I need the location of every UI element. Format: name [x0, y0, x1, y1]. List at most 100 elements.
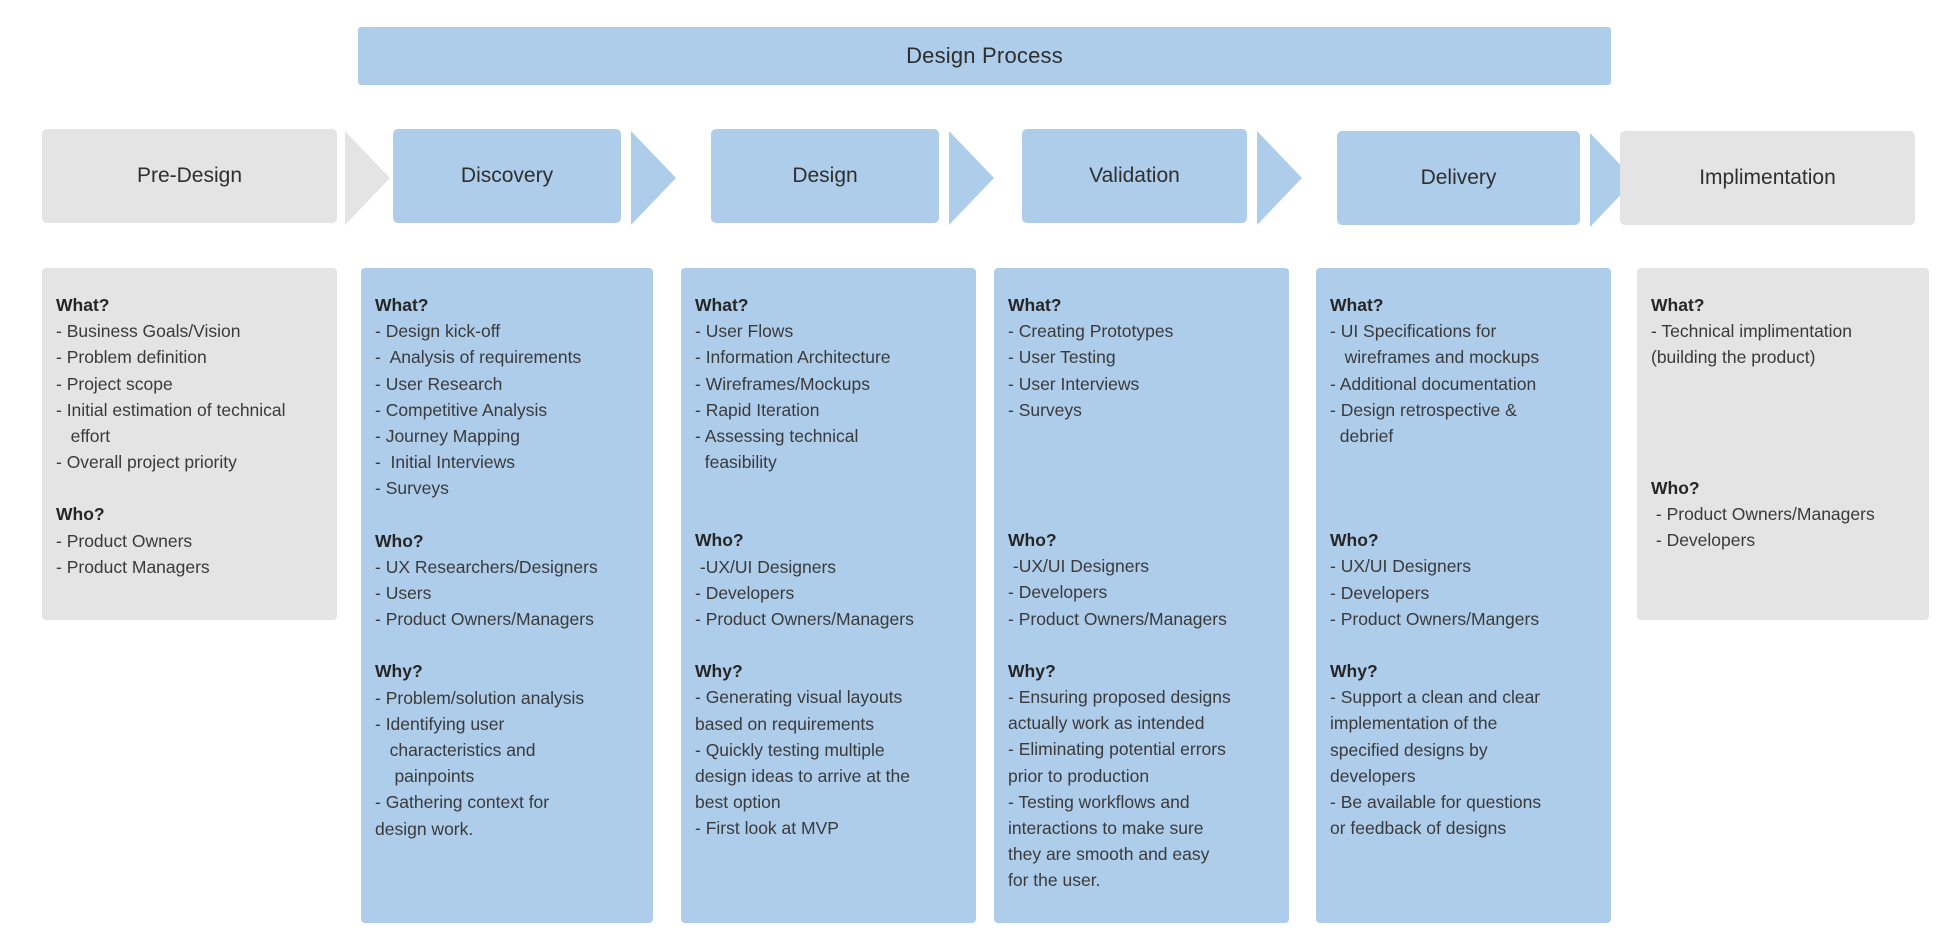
spacer: [1330, 449, 1599, 475]
spacer: [695, 632, 964, 658]
stage-header-delivery[interactable]: Delivery: [1337, 131, 1580, 225]
why-heading: Why?: [695, 661, 743, 682]
spacer: [1651, 423, 1917, 449]
why-item: - Generating visual layouts: [695, 687, 903, 708]
what-item: - UI Specifications for: [1330, 321, 1497, 342]
why-item: - Ensuring proposed designs: [1008, 687, 1231, 708]
who-heading: Who?: [1651, 477, 1700, 498]
why-heading: Why?: [375, 661, 423, 682]
what-item: - Assessing technical: [695, 426, 859, 447]
what-item: - Surveys: [1008, 399, 1082, 420]
spacer: [1330, 475, 1599, 501]
why-item: for the user.: [1008, 870, 1101, 891]
why-item: actually work as intended: [1008, 713, 1205, 734]
who-item: -UX/UI Designers: [1008, 556, 1150, 577]
stage-header-discovery[interactable]: Discovery: [393, 129, 621, 223]
stage-header-validation[interactable]: Validation: [1022, 129, 1247, 223]
why-heading: Why?: [1008, 660, 1056, 681]
detail-panel-implimentation: What? - Technical implimentation (buildi…: [1637, 268, 1929, 620]
spacer: [1330, 632, 1599, 658]
stage-header-pre-design[interactable]: Pre-Design: [42, 129, 337, 223]
who-item: - Developers: [1651, 530, 1756, 551]
what-heading: What?: [695, 295, 749, 315]
what-heading: What?: [375, 295, 429, 315]
what-item: - User Interviews: [1008, 373, 1140, 394]
detail-panel-delivery: What? - UI Specifications for wireframes…: [1316, 268, 1611, 923]
what-item: (building the product): [1651, 347, 1816, 368]
stage-label: Delivery: [1420, 166, 1497, 190]
who-heading: Who?: [1330, 530, 1379, 551]
why-item: - Problem/solution analysis: [375, 687, 585, 708]
diagram-title-banner: Design Process: [358, 27, 1611, 85]
why-item: painpoints: [375, 766, 475, 787]
what-item: - User Research: [375, 373, 503, 394]
spacer: [56, 475, 325, 501]
who-section: Who? - Product Owners - Product Managers: [56, 501, 325, 580]
why-item: - First look at MVP: [695, 818, 839, 839]
what-heading: What?: [1008, 295, 1062, 315]
stage-label: Validation: [1089, 164, 1180, 188]
why-item: - Identifying user: [375, 713, 505, 734]
spacer: [1330, 501, 1599, 527]
what-item: - Design retrospective &: [1330, 399, 1517, 420]
what-item: debrief: [1330, 426, 1394, 447]
what-item: - Project scope: [56, 373, 173, 394]
arrow-icon-after-discovery: [631, 131, 676, 225]
what-item: - Journey Mapping: [375, 426, 520, 447]
why-section: Why? - Support a clean and clear impleme…: [1330, 658, 1599, 841]
why-heading: Why?: [1330, 661, 1378, 682]
why-item: - Be available for questions: [1330, 792, 1542, 813]
what-item: effort: [56, 426, 111, 447]
what-section: What? - Technical implimentation (buildi…: [1651, 292, 1917, 371]
who-heading: Who?: [56, 504, 105, 525]
stage-label: Design: [792, 164, 858, 188]
what-section: What? - Creating Prototypes - User Testi…: [1008, 292, 1277, 423]
stage-header-design[interactable]: Design: [711, 129, 939, 223]
why-item: design work.: [375, 818, 474, 839]
stage-label: Implimentation: [1699, 166, 1836, 190]
what-item: - Wireframes/Mockups: [695, 373, 871, 394]
what-item: - User Testing: [1008, 347, 1116, 368]
what-section: What? - Design kick-off - Analysis of re…: [375, 292, 641, 502]
what-item: - Business Goals/Vision: [56, 321, 241, 342]
detail-panel-pre-design: What? - Business Goals/Vision - Problem …: [42, 268, 337, 620]
why-section: Why? - Generating visual layouts based o…: [695, 658, 964, 841]
what-section: What? - User Flows - Information Archite…: [695, 292, 964, 475]
why-item: - Testing workflows and: [1008, 791, 1190, 812]
spacer: [1651, 397, 1917, 423]
stage-label: Discovery: [460, 164, 554, 188]
who-section: Who? - UX Researchers/Designers - Users …: [375, 528, 641, 633]
who-item: - Developers: [1008, 582, 1108, 603]
what-item: feasibility: [695, 452, 777, 473]
who-heading: Who?: [695, 530, 744, 551]
page-title: Design Process: [906, 43, 1063, 68]
detail-panel-discovery: What? - Design kick-off - Analysis of re…: [361, 268, 653, 923]
who-section: Who? -UX/UI Designers - Developers - Pro…: [1008, 527, 1277, 632]
who-item: - Product Owners/Managers: [695, 609, 914, 630]
spacer: [1008, 475, 1277, 501]
who-item: - UX Researchers/Designers: [375, 556, 598, 577]
what-heading: What?: [1330, 295, 1384, 315]
what-item: - Creating Prototypes: [1008, 321, 1174, 342]
who-item: - UX/UI Designers: [1330, 556, 1472, 577]
arrow-icon-after-design: [949, 131, 994, 225]
arrow-icon-after-pre-design: [345, 131, 390, 225]
who-item: - Product Owners: [56, 530, 193, 551]
stage-header-implimentation[interactable]: Implimentation: [1620, 131, 1915, 225]
who-item: - Developers: [1330, 582, 1430, 603]
who-item: - Product Owners/Managers: [1651, 503, 1875, 524]
why-item: - Gathering context for: [375, 792, 550, 813]
what-item: - Analysis of requirements: [375, 347, 582, 368]
why-item: interactions to make sure: [1008, 818, 1204, 839]
why-item: characteristics and: [375, 740, 536, 761]
why-section: Why? - Ensuring proposed designs actuall…: [1008, 658, 1277, 894]
what-item: - Information Architecture: [695, 347, 891, 368]
why-item: based on requirements: [695, 713, 874, 734]
who-item: - Product Managers: [56, 556, 210, 577]
who-item: - Product Owners/Mangers: [1330, 608, 1540, 629]
who-heading: Who?: [375, 530, 424, 551]
what-item: - Overall project priority: [56, 452, 237, 473]
spacer: [1651, 371, 1917, 397]
spacer: [375, 632, 641, 658]
spacer: [1651, 449, 1917, 475]
